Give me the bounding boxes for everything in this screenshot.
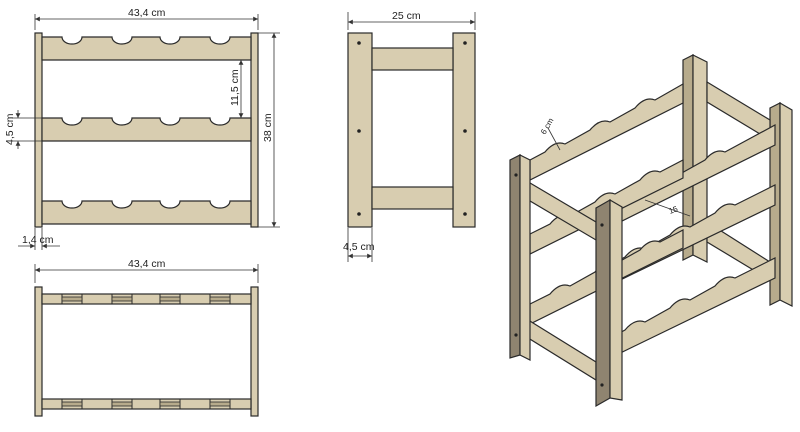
- top-right-post: [250, 286, 259, 417]
- front-right-post: [250, 32, 259, 228]
- shelf-spacing-label: 11,5 cm: [229, 69, 241, 106]
- top-left-post: [34, 286, 43, 417]
- iso-front-right-post: [595, 198, 611, 408]
- side-depth-label: 25 cm: [392, 10, 421, 22]
- front-middle-rail: [41, 117, 252, 142]
- side-view: 25 cm 4,5 cm: [343, 10, 476, 262]
- side-top-rail: [371, 47, 454, 71]
- isometric-view: 6 cm 15: [509, 54, 793, 408]
- iso-front-left-post: [509, 154, 521, 359]
- iso-back-top-rail: [529, 82, 684, 181]
- front-view: 43,4 cm 11,5 cm 38 cm 4,5 cm 1,4 cm: [4, 7, 280, 250]
- post-thickness-label: 1,4 cm: [22, 234, 54, 246]
- side-post-width-label: 4,5 cm: [343, 241, 375, 253]
- top-front-rail: [41, 398, 252, 410]
- front-left-post: [34, 32, 43, 228]
- top-width-label: 43,4 cm: [128, 258, 166, 270]
- iso-small-hole-label: 6 cm: [539, 116, 556, 136]
- front-bottom-rail: [41, 200, 252, 225]
- top-back-rail: [41, 293, 252, 305]
- side-bottom-rail: [371, 186, 454, 210]
- front-width-label: 43,4 cm: [128, 7, 166, 19]
- front-top-rail: [41, 36, 252, 61]
- total-height-label: 38 cm: [262, 113, 274, 142]
- top-view: 43,4 cm: [34, 258, 259, 417]
- rail-height-label: 4,5 cm: [4, 113, 16, 145]
- iso-large-hole-label: 15: [668, 204, 680, 216]
